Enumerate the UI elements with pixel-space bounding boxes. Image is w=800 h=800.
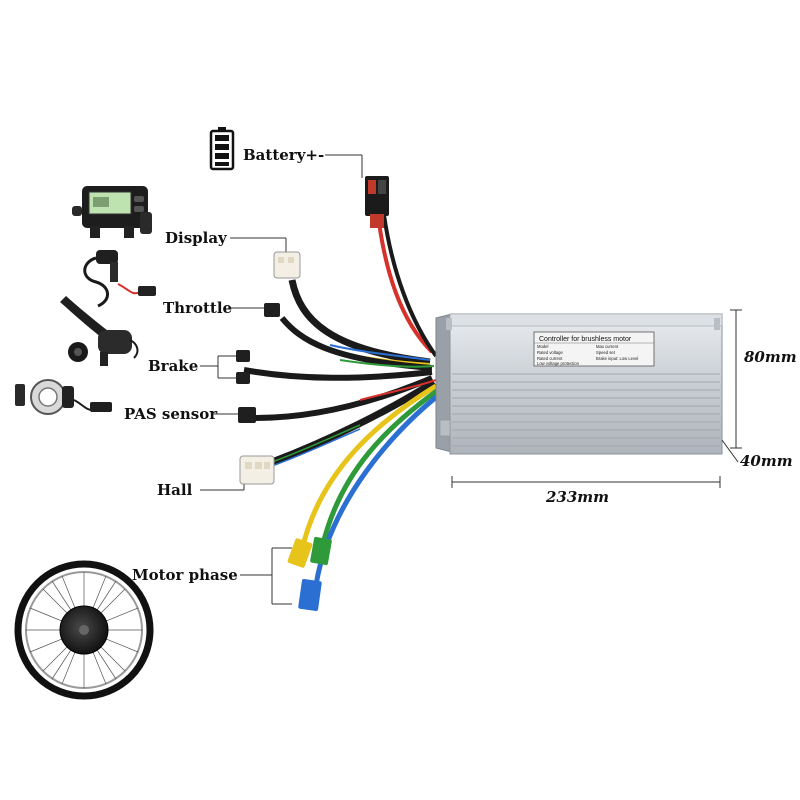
motor-phase-connectors [287, 536, 332, 611]
label-motor-phase: Motor phase [132, 566, 238, 584]
pas-sensor-icon [15, 379, 112, 415]
brake-lever-icon [60, 296, 139, 366]
pas-connector [238, 407, 256, 423]
plate-row-speed-set: Speed set [596, 350, 616, 355]
dimension-height-label: 80mm [744, 348, 797, 366]
heatsink-fins [452, 373, 720, 447]
label-brake: Brake [148, 357, 198, 375]
label-battery: Battery+- [243, 146, 324, 164]
controller-box: Controller for brushless motor Model Rat… [435, 313, 723, 455]
controller-label-plate: Controller for brushless motor Model Rat… [533, 331, 655, 367]
plate-row-rated-current: Rated current [537, 356, 563, 361]
label-display: Display [165, 229, 228, 247]
dimension-depth-label: 40mm [740, 452, 793, 470]
plate-row-brake-input: Brake input: Low Level [596, 356, 638, 361]
hub-motor-wheel-icon [14, 560, 154, 700]
plate-row-rated-voltage: Rated voltage [537, 350, 564, 355]
battery-connector [365, 176, 389, 228]
throttle-icon [83, 250, 156, 308]
wire-harness [243, 214, 442, 586]
plate-row-model: Model [537, 344, 548, 349]
plate-title: Controller for brushless motor [539, 336, 632, 343]
hall-connector [239, 455, 275, 485]
dimension-length-label: 233mm [545, 488, 609, 506]
plate-row-max-current: Max current [596, 344, 619, 349]
label-throttle: Throttle [163, 299, 232, 317]
display-unit-icon [72, 186, 152, 238]
brake-connectors [236, 350, 250, 384]
dimension-length: 233mm [451, 476, 721, 506]
plate-row-low-voltage: Low voltage protection [537, 361, 580, 366]
dimension-depth: 40mm [721, 439, 793, 470]
label-hall: Hall [157, 481, 193, 499]
battery-icon [209, 127, 235, 171]
dimension-height: 80mm [730, 309, 797, 449]
display-connector [273, 251, 301, 279]
throttle-connector [264, 303, 280, 317]
label-pas-sensor: PAS sensor [124, 405, 218, 423]
